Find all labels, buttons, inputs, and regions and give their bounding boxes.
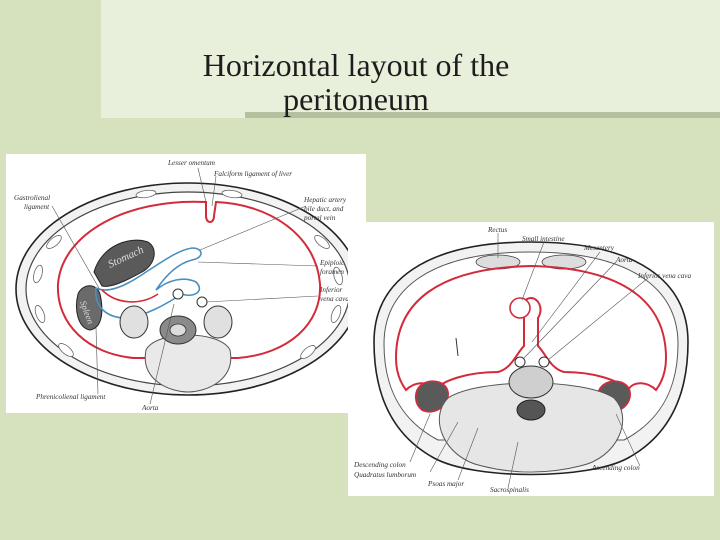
title-panel: [101, 0, 720, 118]
title-underline: [245, 112, 720, 118]
label-hepatic-artery-2: bile duct, and: [304, 205, 344, 213]
label-lesser-omentum: Lesser omentum: [167, 159, 215, 167]
vertebral-body: [508, 365, 554, 399]
slide-title-line-2: peritoneum: [283, 81, 429, 117]
label-aorta-lower: Aorta: [615, 256, 633, 264]
stray-mark: [455, 337, 459, 357]
label-quadratus-lumborum: Quadratus lumborum: [354, 471, 416, 479]
slide-title-line-1: Horizontal layout of the: [202, 47, 510, 83]
leader-lines: [409, 233, 649, 489]
label-rectus: Rectus: [487, 226, 507, 234]
aorta: [172, 288, 184, 300]
aorta: [514, 356, 526, 368]
descending-colon: [414, 380, 449, 413]
left-kidney: [119, 305, 149, 339]
label-gastrolienal: Gastrolienal: [14, 194, 50, 202]
spinal-canal: [516, 399, 546, 421]
label-ascending-colon: Ascending colon: [591, 464, 640, 472]
right-kidney: [203, 305, 233, 339]
label-mesentery: Mesentery: [583, 244, 615, 252]
upper-cross-section-drawing: Stomach Spleen Lesser omentum Falciform …: [14, 159, 361, 412]
label-aorta-upper: Aorta: [141, 404, 159, 412]
label-ivc-lower: Inferior vena cava: [637, 272, 691, 280]
label-ivc-2: vena cava: [320, 295, 349, 303]
inferior-vena-cava: [538, 356, 550, 368]
label-hepatic-artery-3: portal vein: [303, 214, 336, 222]
label-sacrospinalis: Sacrospinalis: [490, 486, 529, 494]
leader-lines: [51, 167, 319, 405]
gastrolienal-fold: [101, 289, 159, 303]
rib-segments: [33, 189, 343, 359]
label-phrenicolienal: Phrenicolienal ligament: [35, 393, 106, 401]
label-hepatic-artery-1: Hepatic artery: [303, 196, 347, 204]
label-epiploic-1: Epiploic: [319, 259, 345, 267]
label-ivc-1: Inferior: [319, 286, 343, 294]
label-psoas-major: Psoas major: [427, 480, 464, 488]
label-falciform-ligament: Falciform ligament of liver: [213, 170, 292, 178]
label-small-intestine: Small intestine: [522, 235, 565, 243]
upper-abdomen-cross-section: Stomach Spleen Lesser omentum Falciform …: [6, 154, 366, 413]
lower-abdomen-cross-section: Rectus Small intestine Mesentery Aorta I…: [348, 222, 714, 496]
parietal-peritoneum: [394, 264, 668, 392]
lower-cross-section-drawing: Rectus Small intestine Mesentery Aorta I…: [353, 226, 691, 494]
spinal-canal: [169, 323, 187, 337]
small-intestine: [509, 297, 531, 319]
slide-title: Horizontal layout of the peritoneum: [120, 48, 592, 116]
inferior-vena-cava: [196, 296, 208, 308]
label-epiploic-2: foramen: [320, 268, 344, 276]
label-descending-colon: Descending colon: [353, 461, 406, 469]
label-gastrolienal-ligament: ligament: [24, 203, 50, 211]
parietal-peritoneum: [56, 200, 322, 359]
stomach: [93, 239, 155, 287]
